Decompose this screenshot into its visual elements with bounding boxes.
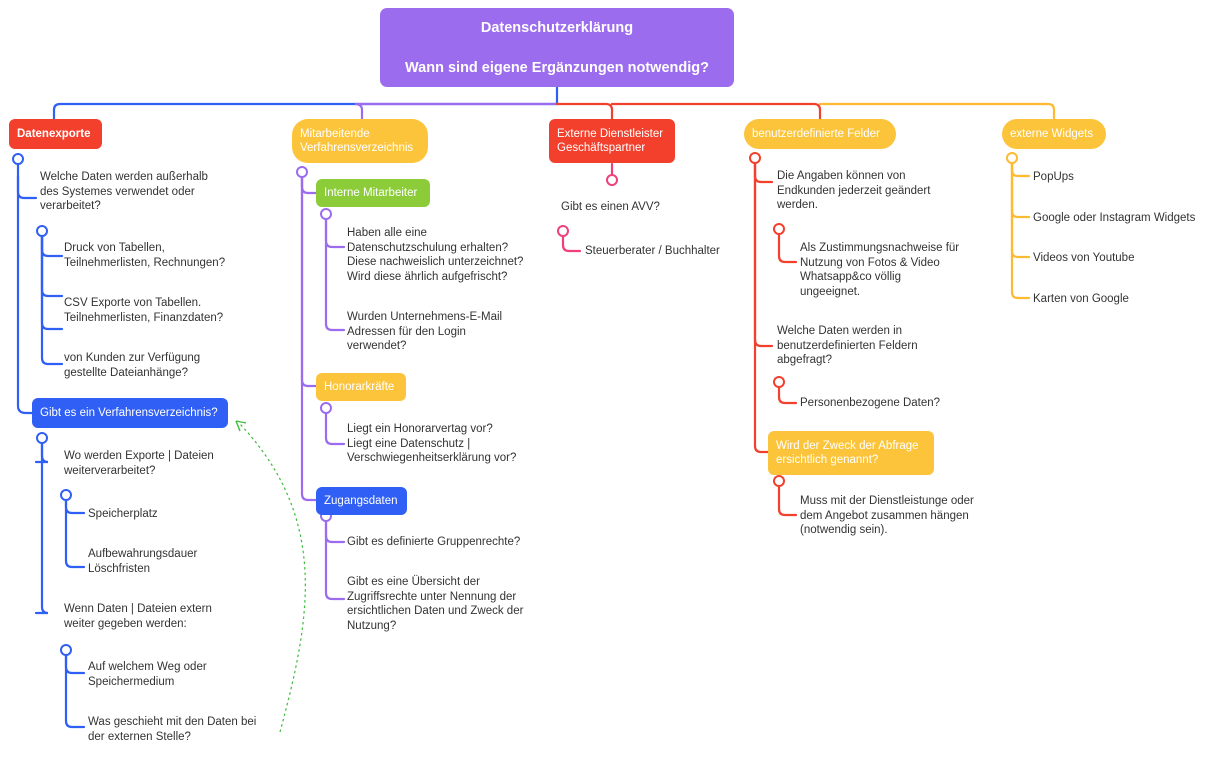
datenexporte-item-3: von Kunden zur Verfügung gestellte Datei… xyxy=(64,352,201,379)
datenexporte-item-externe-stelle: Was geschieht mit den Daten bei der exte… xyxy=(88,716,257,743)
topic-zweck-der-abfrage-label: Wird der Zweck der Abfrage ersichtlich g… xyxy=(776,440,919,466)
topic-interne-mitarbeiter-label: Interne Mitarbeiter xyxy=(324,187,418,199)
topic-zugangsdaten-label: Zugangsdaten xyxy=(324,495,398,507)
topic-externe-widgets[interactable]: externe Widgets xyxy=(1002,119,1106,149)
topic-externe-widgets-label: externe Widgets xyxy=(1010,128,1094,140)
widgets-item-popups: PopUps xyxy=(1033,171,1074,183)
topic-datenexporte-label: Datenexporte xyxy=(17,128,91,140)
root-topic[interactable]: Datenschutzerklärung Wann sind eigene Er… xyxy=(380,8,734,87)
datenexporte-item-1: Druck von Tabellen, Teilnehmerlisten, Re… xyxy=(64,242,226,269)
datenexporte-item-weg: Auf welchem Weg oder Speichermedium xyxy=(88,661,207,688)
felder-item-personenbezogen: Personenbezogene Daten? xyxy=(800,397,941,409)
topic-benutzerdefinierte-felder-label: benutzerdefinierte Felder xyxy=(752,128,880,140)
felder-question-1: Die Angaben können von Endkunden jederze… xyxy=(777,170,931,212)
intern-item-2: Wurden Unternehmens-E-Mail Adressen für … xyxy=(347,311,503,353)
topic-datenexporte[interactable]: Datenexporte xyxy=(9,119,102,149)
felder-item-dienstleistung: Muss mit der Dienstleistunge oder dem An… xyxy=(800,495,974,537)
felder-question-2: Welche Daten werden in benutzerdefiniert… xyxy=(777,325,918,367)
datenexporte-item-speicherplatz: Speicherplatz xyxy=(88,508,158,520)
topic-honorarkraefte[interactable]: Honorarkräfte xyxy=(316,373,406,401)
topic-externe-dienstleister[interactable]: Externe Dienstleister Geschäftspartner xyxy=(549,119,675,163)
datenexporte-question-3: Wenn Daten | Dateien extern weiter gegeb… xyxy=(64,603,212,630)
datenexporte-question-1: Welche Daten werden außerhalb des System… xyxy=(40,171,208,213)
datenexporte-item-aufbewahrung: Aufbewahrungsdauer Löschfristen xyxy=(88,548,198,575)
topic-zugangsdaten[interactable]: Zugangsdaten xyxy=(316,487,407,515)
honorar-item-1: Liegt ein Honorarvertag vor? Liegt eine … xyxy=(347,423,517,465)
widgets-item-karten: Karten von Google xyxy=(1033,293,1129,305)
root-subtitle: Wann sind eigene Ergänzungen notwendig? xyxy=(405,60,709,76)
root-title: Datenschutzerklärung xyxy=(480,20,634,36)
topic-interne-mitarbeiter[interactable]: Interne Mitarbeiter xyxy=(316,179,430,207)
intern-item-1: Haben alle eine Datenschutzschulung erha… xyxy=(347,227,524,283)
topic-verfahrensverzeichnis[interactable]: Gibt es ein Verfahrensverzeichnis? xyxy=(32,398,228,428)
extern-item-steuerberater: Steuerberater / Buchhalter xyxy=(585,245,720,257)
widgets-item-google-instagram: Google oder Instagram Widgets xyxy=(1033,212,1196,224)
topic-honorarkraefte-label: Honorarkräfte xyxy=(324,381,395,393)
datenexporte-question-2: Wo werden Exporte | Dateien weiterverarb… xyxy=(64,450,214,477)
topic-externe-dienstleister-label: Externe Dienstleister Geschäftspartner xyxy=(557,128,664,154)
widgets-item-youtube: Videos von Youtube xyxy=(1033,252,1135,264)
felder-item-zustimmung: Als Zustimmungsnachweise für Nutzung von… xyxy=(800,242,960,298)
extern-question-1: Gibt es einen AVV? xyxy=(561,201,660,213)
datenexporte-item-2: CSV Exporte von Tabellen. Teilnehmerlist… xyxy=(64,297,224,324)
topic-benutzerdefinierte-felder[interactable]: benutzerdefinierte Felder xyxy=(744,119,896,149)
zugang-item-2: Gibt es eine Übersicht der Zugriffsrecht… xyxy=(347,576,524,632)
zugang-item-1: Gibt es definierte Gruppenrechte? xyxy=(347,536,521,548)
topic-mitarbeitende-label: Mitarbeitende Verfahrensverzeichnis xyxy=(300,128,414,154)
topic-zweck-der-abfrage[interactable]: Wird der Zweck der Abfrage ersichtlich g… xyxy=(768,431,934,475)
topic-verfahrensverzeichnis-label: Gibt es ein Verfahrensverzeichnis? xyxy=(40,407,218,419)
topic-mitarbeitende[interactable]: Mitarbeitende Verfahrensverzeichnis xyxy=(292,119,428,163)
